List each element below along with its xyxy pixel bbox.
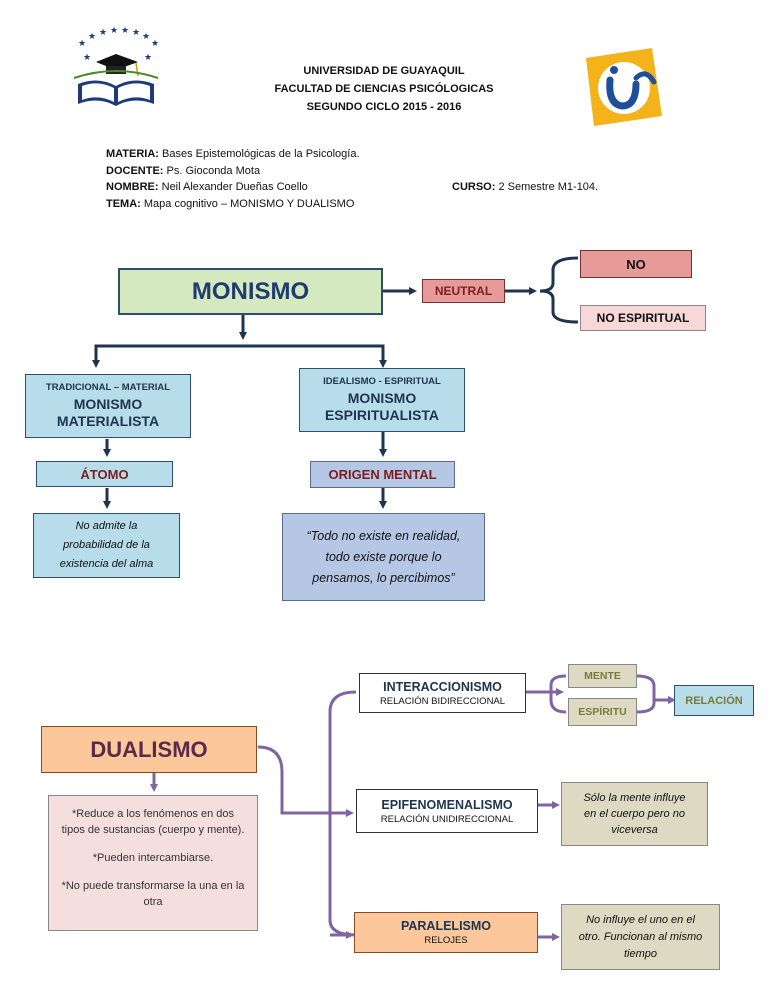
paralelismo-subtitle: RELOJES [424,935,468,946]
espiritualista-title-2: ESPIRITUALISTA [324,407,440,423]
paralelismo-title: PARALELISMO [400,919,492,933]
materia-value: Bases Epistemológicas de la Psicología. [158,148,360,160]
par-desc-line-1: No influye el uno en el [586,913,695,926]
faculty-name: FACULTAD DE CIENCIAS PSICÓLOGICAS [274,83,494,95]
no-label: NO [626,256,646,272]
docente-label: DOCENTE: [106,164,164,177]
origen-mental-label: ORIGEN MENTAL [328,467,437,482]
nombre-value: Neil Alexander Dueñas Coello [158,181,308,193]
mente-label: MENTE [584,670,621,682]
origen-desc-line-1: “Todo no existe en realidad, [306,528,461,543]
paralelismo-description: No influye el uno en el otro. Funcionan … [561,904,720,970]
espiritu-box: ESPÍRITU [568,698,637,726]
tema-value: Mapa cognitivo – MONISMO Y DUALISMO [140,197,355,210]
atomo-desc-line-3: existencia del alma [59,558,154,570]
epi-desc-line-3: viceversa [611,824,658,836]
faculty-logo [580,44,672,132]
origen-mental-box: ORIGEN MENTAL [310,461,455,488]
mente-box: MENTE [568,664,637,688]
monismo-espiritualista-box: IDEALISMO - ESPIRITUAL MONISMO ESPIRITUA… [299,368,465,432]
materia-label: MATERIA: [106,148,159,160]
svg-text:★: ★ [99,28,107,38]
espiritualista-title-1: MONISMO [347,390,417,406]
monismo-box: MONISMO [118,268,383,315]
svg-text:★: ★ [132,28,140,38]
monismo-title: MONISMO [191,277,310,305]
svg-text:★: ★ [78,39,86,49]
dualismo-box: DUALISMO [41,726,257,773]
no-box: NO [580,250,692,278]
university-name: UNIVERSIDAD DE GUAYAQUIL [303,65,465,77]
relacion-box: RELACIÓN [674,685,754,716]
university-logo: ★ ★ ★ ★ ★ ★ ★ ★ ★ ★ [68,26,164,112]
epifenomenalismo-title: EPIFENOMENALISMO [381,797,513,812]
materialista-title-1: MONISMO [73,396,143,412]
atomo-desc-line-2: probabilidad de la [63,539,150,551]
svg-text:★: ★ [151,39,159,49]
interaccionismo-title: INTERACCIONISMO [383,679,502,694]
epi-desc-line-2: en el cuerpo pero no [584,808,685,820]
dualismo-desc-3: *No puede transformarse la una en la otr… [61,880,245,908]
materialista-title-2: MATERIALISTA [56,413,160,429]
atomo-description: No admite la probabilidad de la existenc… [33,513,180,578]
svg-text:★: ★ [88,32,96,42]
dualismo-desc-1: *Reduce a los fenómenos en dos tipos de … [61,808,245,836]
materialista-tag: TRADICIONAL – MATERIAL [45,382,171,393]
cycle: SEGUNDO CICLO 2015 - 2016 [306,101,462,113]
tema-label: TEMA: [106,197,141,210]
atomo-label: ÁTOMO [80,466,129,482]
svg-text:★: ★ [83,53,91,63]
dualismo-desc-2: *Pueden intercambiarse. [92,852,214,864]
epifenomenalismo-description: Sólo la mente influye en el cuerpo pero … [561,782,708,846]
nombre-row: NOMBRE: Neil Alexander Dueñas Coello CUR… [106,179,666,196]
neutral-label: NEUTRAL [434,284,493,298]
atomo-desc-line-1: No admite la [75,520,138,532]
paralelismo-box: PARALELISMO RELOJES [354,912,538,953]
espiritu-label: ESPÍRITU [578,706,627,718]
nombre-label: NOMBRE: [106,181,159,193]
par-desc-line-3: tiempo [623,947,658,960]
origen-desc-line-3: pensamos, lo percibimos” [312,570,455,585]
origen-mental-description: “Todo no existe en realidad, todo existe… [282,513,485,601]
no-espiritual-box: NO ESPIRITUAL [580,305,706,331]
svg-text:★: ★ [144,53,152,63]
epifenomenalismo-box: EPIFENOMENALISMO RELACIÓN UNIDIRECCIONAL [356,789,538,833]
relacion-label: RELACIÓN [685,694,743,707]
origen-desc-line-2: todo existe porque lo [325,549,442,564]
atomo-box: ÁTOMO [36,461,173,487]
docente-value: Ps. Gioconda Mota [163,164,261,177]
espiritualista-tag: IDEALISMO - ESPIRITUAL [323,376,441,387]
epi-desc-line-1: Sólo la mente influye [583,792,686,804]
no-espiritual-label: NO ESPIRITUAL [596,311,690,325]
dualismo-title: DUALISMO [90,736,208,762]
epifenomenalismo-subtitle: RELACIÓN UNIDIRECCIONAL [380,813,514,825]
document-header: UNIVERSIDAD DE GUAYAQUIL FACULTAD DE CIE… [200,62,568,116]
tema-row: TEMA: Mapa cognitivo – MONISMO Y DUALISM… [106,196,666,213]
interaccionismo-subtitle: RELACIÓN BIDIRECCIONAL [379,695,506,707]
curso-field: CURSO: 2 Semestre M1-104. [452,179,598,196]
interaccionismo-box: INTERACCIONISMO RELACIÓN BIDIRECCIONAL [359,673,526,713]
dualismo-description: *Reduce a los fenómenos en dos tipos de … [48,795,258,931]
curso-value: 2 Semestre M1-104. [495,181,599,193]
monismo-materialista-box: TRADICIONAL – MATERIAL MONISMO MATERIALI… [25,374,191,438]
par-desc-line-2: otro. Funcionan al mismo [578,930,703,943]
materia-row: MATERIA: Bases Epistemológicas de la Psi… [106,146,666,163]
info-block: MATERIA: Bases Epistemológicas de la Psi… [106,146,666,212]
curso-label: CURSO: [452,181,496,193]
neutral-box: NEUTRAL [422,279,505,303]
svg-text:★: ★ [110,26,118,36]
svg-text:★: ★ [142,32,150,42]
docente-row: DOCENTE: Ps. Gioconda Mota [106,163,666,180]
svg-text:★: ★ [121,26,129,36]
